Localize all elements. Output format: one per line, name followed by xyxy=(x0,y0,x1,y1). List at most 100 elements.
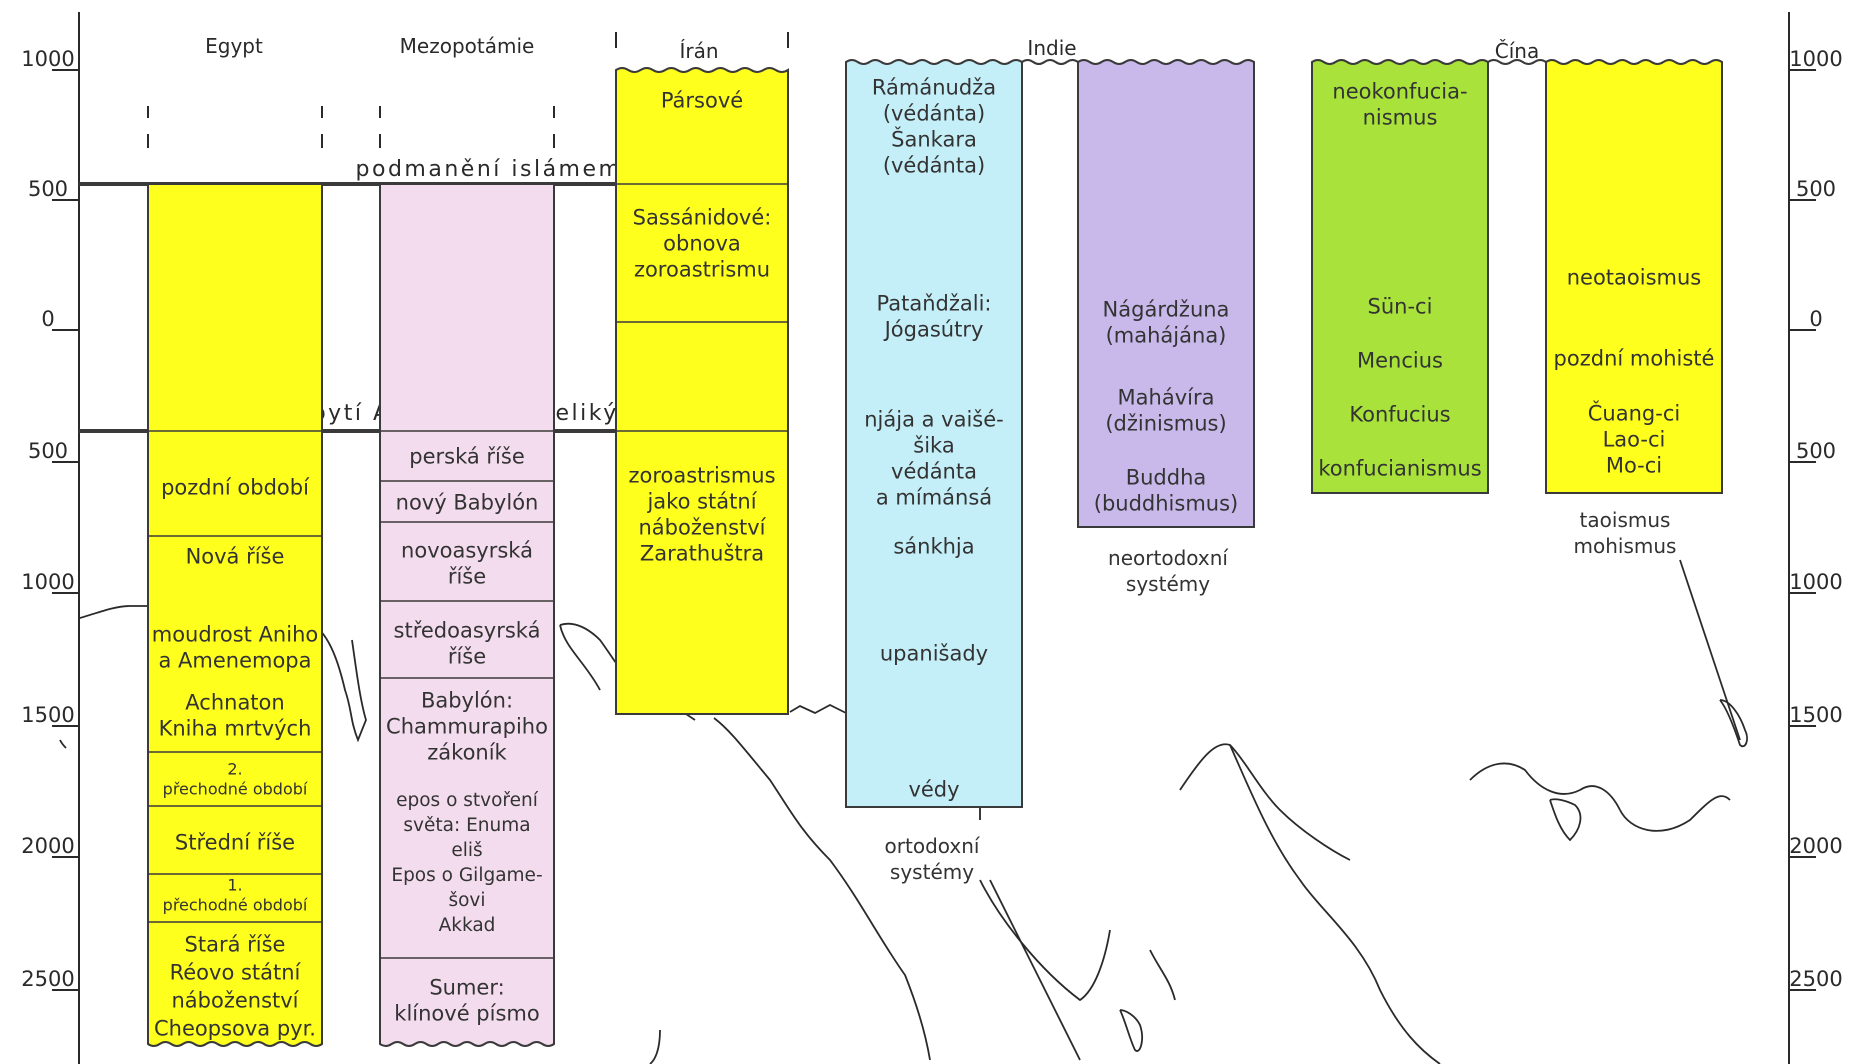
cell-label: Epos o Gilgame- xyxy=(391,865,542,886)
cell-label: epos o stvoření xyxy=(396,790,539,811)
y-tick-label-left: 1500 xyxy=(21,703,74,727)
cell-label: Nová říše xyxy=(186,544,285,568)
cell-label: šika xyxy=(913,433,954,457)
region-headers: Egypt Mezopotámie Írán Indie Čína xyxy=(205,34,1539,63)
y-tick-label-left: 0 xyxy=(41,307,54,331)
cell-label: pozdní období xyxy=(161,475,310,499)
indie-ortodox-column: Rámánudža(védánta)Šankara(védánta)Pataňd… xyxy=(845,59,1023,808)
cell-label: šovi xyxy=(448,890,485,911)
cell-label: (védánta) xyxy=(883,153,985,177)
y-tick-label-left: 500 xyxy=(28,439,68,463)
cell-label: zoroastrismu xyxy=(634,257,770,281)
cina-konfucianismus-column: neokonfucia-nismusSün-ciMenciusKonfucius… xyxy=(1311,59,1489,494)
cell-label: védy xyxy=(908,777,959,801)
cell-label: Buddha xyxy=(1126,465,1207,489)
cell-label: světa: Enuma xyxy=(403,815,530,836)
cell-label: Rámánudža xyxy=(872,75,996,99)
cell-label: Šankara xyxy=(891,126,977,151)
header-indie: Indie xyxy=(1027,36,1076,60)
cell-label: Nágárdžuna xyxy=(1103,297,1230,321)
y-tick-label-right: 500 xyxy=(1796,177,1836,201)
cell-label: přechodné období xyxy=(163,896,308,915)
taoismus-label: taoismus xyxy=(1580,508,1671,532)
cell-label: náboženství xyxy=(638,515,766,539)
dashed-markers xyxy=(147,32,789,148)
y-tick-label-right: 500 xyxy=(1796,439,1836,463)
cell-label: (džinismus) xyxy=(1105,411,1226,435)
cell-label: Mencius xyxy=(1357,348,1443,372)
cell-label: středoasyrská xyxy=(394,618,541,642)
neortodoxni-label: systémy xyxy=(1126,572,1210,596)
mezopotamie-column-bar xyxy=(379,183,555,1047)
cell-label: Chammurapiho xyxy=(386,714,548,738)
header-egypt: Egypt xyxy=(205,34,263,58)
cell-label: konfucianismus xyxy=(1318,456,1481,480)
map-outline xyxy=(59,559,1748,1064)
taoismus-label: mohismus xyxy=(1574,534,1677,558)
header-mezopotamie: Mezopotámie xyxy=(400,34,535,58)
y-tick-label-right: 1000 xyxy=(1789,47,1842,71)
below-labels: ortodoxnísystémyneortodoxnísystémytaoism… xyxy=(885,508,1677,884)
cell-label: Zarathuštra xyxy=(640,541,764,565)
cell-label: pozdní mohisté xyxy=(1554,346,1715,370)
cell-label: (mahájána) xyxy=(1106,323,1227,347)
cell-label: eliš xyxy=(451,840,482,861)
cell-label: upanišady xyxy=(880,641,988,665)
cell-label: říše xyxy=(448,564,486,588)
cell-label: obnova xyxy=(663,231,741,255)
cell-label: Jógasútry xyxy=(883,317,984,341)
cell-label: nismus xyxy=(1363,105,1438,129)
y-tick-label-left: 1000 xyxy=(21,570,74,594)
cell-label: njája a vaišé- xyxy=(864,407,1004,431)
cell-label: neokonfucia- xyxy=(1332,79,1467,103)
cell-label: a Amenemopa xyxy=(158,648,311,672)
cell-label: (buddhismus) xyxy=(1094,491,1238,515)
cell-label: neotaoismus xyxy=(1567,265,1702,289)
neortodoxni-label: neortodoxní xyxy=(1108,546,1229,570)
y-tick-label-left: 1000 xyxy=(21,47,74,71)
cell-label: Konfucius xyxy=(1349,402,1450,426)
y-tick-label-right: 2500 xyxy=(1789,967,1842,991)
cell-label: Akkad xyxy=(439,915,496,936)
cell-label: Pársové xyxy=(661,88,743,112)
cell-label: 1. xyxy=(227,876,242,895)
y-tick-label-left: 500 xyxy=(28,177,68,201)
cell-label: zoroastrismus xyxy=(628,463,775,487)
cell-label: Stará říše xyxy=(185,932,286,956)
cell-label: Babylón: xyxy=(421,688,513,712)
band-islam-label: podmanění islámem xyxy=(356,157,623,182)
indie-neortodox-column: Nágárdžuna(mahájána) Mahávíra(džinismus) B… xyxy=(1077,59,1255,528)
cell-label: klínové písmo xyxy=(394,1001,539,1025)
cell-label: Mahávíra xyxy=(1118,385,1215,409)
cell-label: Sassánidové: xyxy=(633,205,772,229)
indie-neortodox-column-bar xyxy=(1077,59,1255,528)
y-tick-label-right: 0 xyxy=(1809,307,1822,331)
cell-label: přechodné období xyxy=(163,780,308,799)
cell-label: zákoník xyxy=(427,740,507,764)
cell-label: moudrost Aniho xyxy=(152,622,318,646)
cell-label: Réovo státní xyxy=(170,960,302,984)
cina-konfucianismus-column-bar xyxy=(1311,59,1489,494)
cell-label: Sumer: xyxy=(429,975,504,999)
y-tick-label-right: 2000 xyxy=(1789,834,1842,858)
cell-label: říše xyxy=(448,644,486,668)
cell-label: novoasyrská xyxy=(401,538,533,562)
cell-label: jako státní xyxy=(646,489,757,513)
column-connectors xyxy=(1021,59,1547,65)
cell-label: védánta xyxy=(891,459,977,483)
cell-label: Cheopsova pyr. xyxy=(154,1016,316,1040)
cell-label: náboženství xyxy=(171,988,299,1012)
cell-label: Střední říše xyxy=(175,830,295,854)
cell-label: Kniha mrtvých xyxy=(159,716,312,740)
cell-label: Lao-ci xyxy=(1603,427,1666,451)
cell-label: perská říše xyxy=(409,444,525,468)
y-tick-label-left: 2000 xyxy=(21,834,74,858)
cell-label: (védánta) xyxy=(883,101,985,125)
cell-label: Pataňdžali: xyxy=(877,291,992,315)
cell-label: 2. xyxy=(227,760,242,779)
